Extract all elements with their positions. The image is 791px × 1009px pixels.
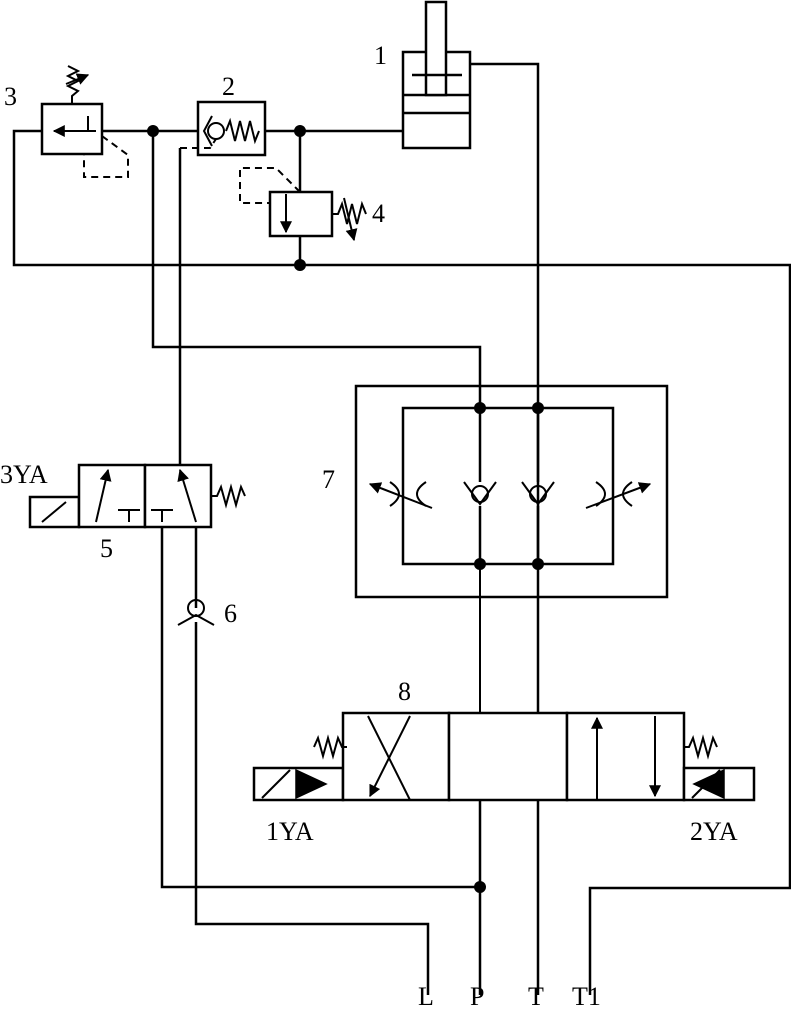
label-check-valve: 2 — [222, 72, 235, 101]
pipe-network — [12, 62, 791, 995]
relief-valve-3 — [40, 65, 129, 178]
label-solenoid-1ya: 1YA — [266, 817, 314, 846]
check-valve-2 — [180, 100, 267, 157]
sequence-valve-4 — [239, 167, 367, 242]
directional-valve-8 — [252, 711, 756, 802]
cylinder-1 — [401, 0, 472, 150]
port-t1-label: T1 — [572, 982, 601, 1009]
port-t-label: T — [528, 982, 544, 1009]
throttle-block-7 — [354, 384, 669, 599]
label-solenoid-2ya: 2YA — [690, 817, 738, 846]
label-solenoid-valve-5: 5 — [100, 534, 113, 563]
component-labels: 1 2 3 4 5 6 7 8 3YA 1YA 2YA — [0, 41, 738, 846]
port-p-label: P — [470, 982, 484, 1009]
label-throttle-block: 7 — [322, 465, 335, 494]
label-directional-valve: 8 — [398, 677, 411, 706]
label-check-valve-6: 6 — [224, 599, 237, 628]
solenoid-valve-5 — [28, 463, 246, 529]
label-cylinder: 1 — [374, 41, 387, 70]
port-labels: L P T T1 — [418, 982, 601, 1009]
label-relief-valve: 3 — [4, 82, 17, 111]
label-sequence-valve: 4 — [372, 199, 385, 228]
label-solenoid-3ya: 3YA — [0, 460, 48, 489]
port-l-label: L — [418, 982, 434, 1009]
check-valve-6 — [177, 599, 215, 626]
